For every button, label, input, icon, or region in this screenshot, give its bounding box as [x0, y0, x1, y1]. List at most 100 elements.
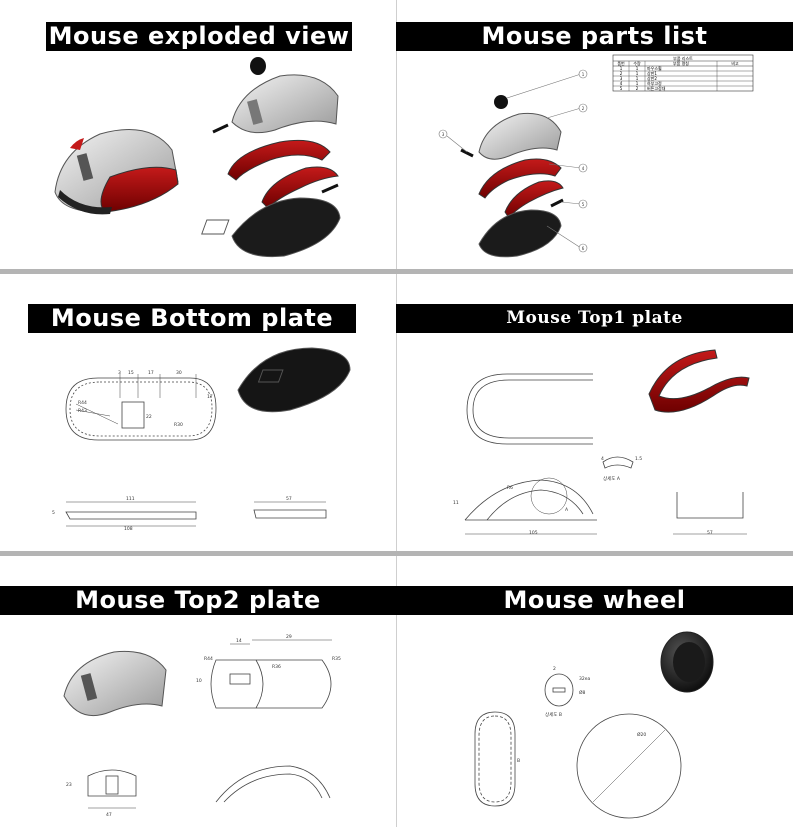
balloon-label: 1 — [582, 72, 585, 77]
parts-table-header: 비고 — [731, 60, 739, 66]
dim-label: 11 — [453, 500, 459, 506]
parts-table-cell: 1 — [636, 76, 639, 81]
top1-side-view — [464, 477, 597, 535]
top1-front-view — [673, 492, 747, 535]
bottom-plate-title: Mouse Bottom plate — [28, 304, 356, 333]
detail-label: 상세도 A — [603, 475, 621, 482]
top2-dimensions: 14 29 R44 R36 R35 10 23 47 — [66, 634, 341, 818]
exploded-parts — [201, 57, 341, 258]
wheel-detail-b — [544, 673, 574, 707]
parts-table-cell: 상판1 — [647, 70, 657, 76]
dim-label: R44 — [78, 400, 87, 406]
dim-label: 111 — [126, 496, 135, 502]
dim-label: 108 — [124, 526, 133, 532]
vertical-divider — [396, 0, 397, 827]
dim-label: 17 — [148, 370, 154, 376]
row-separator-1 — [0, 269, 793, 274]
wheel-front-view — [576, 713, 682, 819]
bottom-plate-side-views — [65, 501, 327, 527]
dim-label: R35 — [332, 656, 341, 662]
wheel-dimensions: 2 32ea Ø8 Ø20 B 상세도 B — [517, 666, 646, 764]
parts-table-cell: 5 — [620, 86, 623, 91]
parts-table-header: 품번 — [617, 60, 625, 66]
parts-table-cell: 1 — [636, 71, 639, 76]
dim-label: 57 — [707, 530, 713, 536]
exploded-view-drawing — [54, 57, 341, 258]
top2-plate-drawing: 14 29 R44 R36 R35 10 23 47 — [63, 634, 341, 818]
dim-label: R44 — [204, 656, 213, 662]
dim-label: 4 — [601, 456, 604, 462]
wheel-side-view — [474, 711, 516, 807]
dim-label: Ø20 — [637, 731, 646, 738]
top1-plate-drawing: R6 A 105 11 57 1.5 4 상세도 A — [453, 349, 750, 536]
dim-label: R43 — [78, 408, 87, 414]
dim-label: R30 — [174, 422, 183, 428]
wheel-drawing: 2 32ea Ø8 Ø20 B 상세도 B — [474, 631, 714, 819]
dim-label: 2 — [553, 666, 556, 672]
dim-label: 29 — [286, 634, 292, 640]
top2-3d — [63, 650, 167, 716]
parts-table-cell: 2 — [636, 86, 639, 91]
parts-table-title: 부품 리스트 — [673, 55, 693, 61]
top1-plan-view — [466, 373, 593, 445]
top2-front-view — [87, 769, 137, 809]
dim-label: R6 — [507, 485, 513, 491]
dim-label: 1.5 — [635, 456, 642, 462]
dim-label: 105 — [529, 530, 538, 536]
dim-label: 5 — [52, 510, 55, 516]
dim-label: R36 — [272, 664, 281, 670]
dim-label: 23 — [66, 782, 72, 788]
parts-table: 부품 리스트 품번 수량 부품 명칭 비고 1 1 마우스휠 2 1 상판1 3… — [612, 54, 754, 92]
parts-table-cell: 1 — [636, 66, 639, 71]
top1-3d — [648, 349, 750, 413]
wheel-3d — [660, 631, 714, 693]
balloon-label: 2 — [582, 106, 585, 111]
parts-table-cell: 상판2 — [647, 75, 657, 81]
parts-table-cell: 3 — [620, 76, 623, 81]
parts-list-title: Mouse parts list — [396, 22, 793, 51]
parts-table-header: 부품 명칭 — [673, 60, 689, 66]
parts-list-drawing: 부품 리스트 품번 수량 부품 명칭 비고 1 1 마우스휠 2 1 상판1 3… — [438, 54, 754, 258]
top1-detail-a — [602, 456, 634, 469]
detail-label: 상세도 B — [545, 711, 562, 718]
balloon-label: 3 — [442, 132, 445, 137]
bottom-plate-top-view — [65, 374, 217, 441]
parts-table-cell: 1 — [636, 81, 639, 86]
balloon-label: 5 — [582, 202, 585, 207]
dim-label: 32ea — [579, 676, 590, 682]
top1-dimensions: R6 A 105 11 57 1.5 4 상세도 A — [453, 456, 713, 536]
dim-label: 17 — [207, 394, 213, 400]
bottom-plate-3d — [237, 347, 351, 413]
bottom-plate-drawing: 3 15 17 30 17 22 R44 R43 R30 111 108 57 … — [52, 347, 351, 532]
dim-label: 3 — [118, 370, 121, 376]
assembled-mouse — [54, 129, 179, 215]
dim-label: 30 — [176, 370, 182, 376]
dim-label: 22 — [146, 414, 152, 420]
top2-plan-view — [210, 639, 332, 709]
parts-table-cell: 4 — [620, 81, 623, 86]
top1-plate-title: Mouse Top1 plate — [396, 304, 793, 333]
parts-table-header: 수량 — [633, 60, 641, 66]
parts-table-cell: 하부고정 — [647, 80, 662, 86]
balloon-label: 6 — [582, 246, 585, 251]
parts-table-cell: 마우스휠 — [647, 65, 662, 71]
exploded-view-title: Mouse exploded view — [46, 22, 352, 51]
top2-side-view — [215, 765, 331, 803]
top2-plate-title: Mouse Top2 plate — [0, 586, 396, 615]
parts-drawing: 1 2 3 4 5 6 — [438, 69, 588, 258]
dim-label: A — [565, 507, 569, 513]
dim-label: 14 — [236, 638, 242, 644]
dim-label: Ø8 — [579, 689, 586, 696]
parts-table-cell: 버튼고정대 — [647, 85, 666, 91]
dim-label: 47 — [106, 812, 112, 818]
bottom-plate-dimensions: 3 15 17 30 17 22 R44 R43 R30 111 108 57 … — [52, 370, 292, 532]
wheel-title: Mouse wheel — [396, 586, 793, 615]
dim-label: 57 — [286, 496, 292, 502]
dim-label: 10 — [196, 678, 202, 684]
row-separator-2 — [0, 551, 793, 556]
parts-table-cell: 1 — [620, 66, 623, 71]
parts-table-cell: 2 — [620, 71, 623, 76]
dim-label: 15 — [128, 370, 134, 376]
dim-label: B — [517, 758, 520, 764]
balloon-label: 4 — [582, 166, 585, 171]
